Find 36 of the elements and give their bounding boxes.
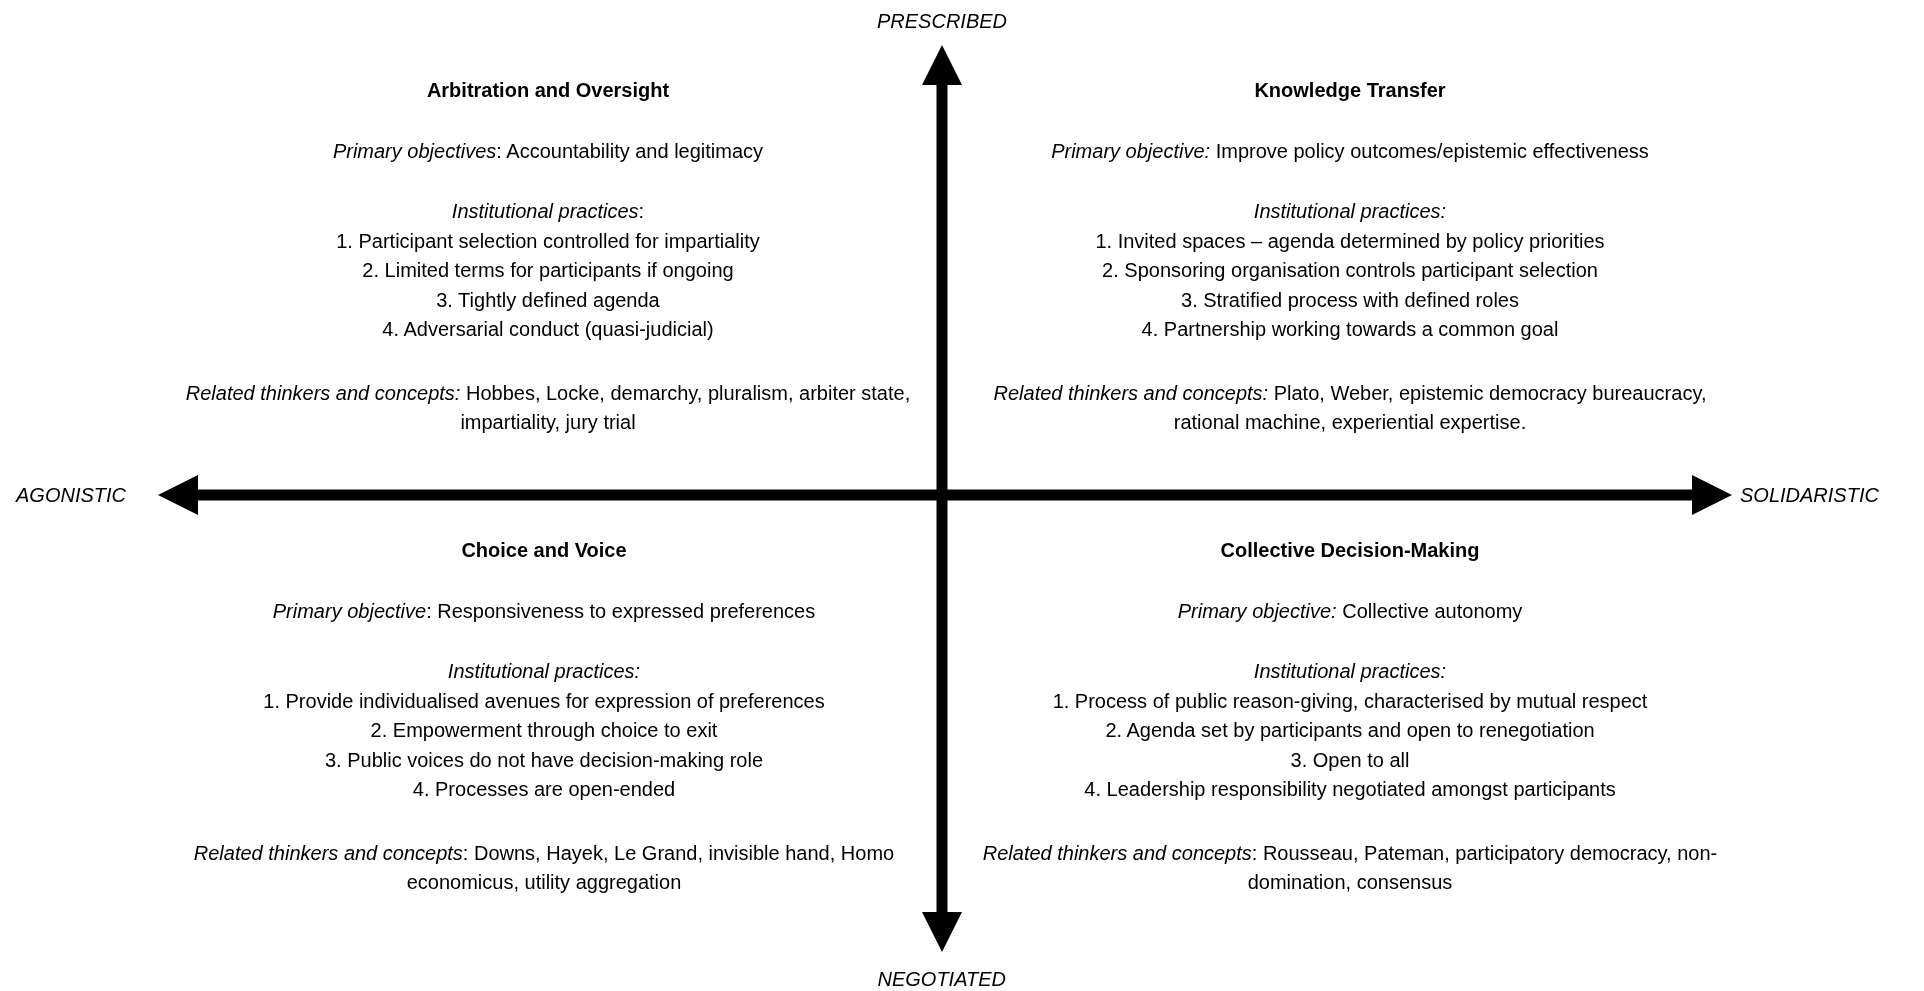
practices-heading: Institutional practices: <box>1253 659 1447 684</box>
quadrant-heading: Collective Decision-Making <box>1220 538 1480 563</box>
practices-heading: Institutional practices: <box>1253 199 1447 224</box>
practice-item: 1. Invited spaces – agenda determined by policy priorities <box>1095 228 1605 254</box>
quadrant-heading: Choice and Voice <box>461 538 627 563</box>
related-concepts-text: Related thinkers and concepts: Rousseau, Pateman, participatory democracy, non-domination, consensus <box>981 840 1719 895</box>
practices-heading: Institutional practices: <box>451 199 645 224</box>
practice-item: 2. Agenda set by participants and open to renegotiation <box>1105 718 1595 743</box>
practice-item: 3. Public voices do not have decision-making role <box>325 747 763 773</box>
practice-item: 1. Provide individualised avenues for expression of preferences <box>263 688 825 714</box>
practice-item: 4. Processes are open-ended <box>412 777 676 802</box>
axis-label: AGONISTIC <box>16 483 126 507</box>
practice-item: 4. Leadership responsibility negotiated amongst participants <box>1084 777 1616 802</box>
practice-item: 4. Adversarial conduct (quasi-judicial) <box>382 317 714 342</box>
objective-text: Primary objective: Collective autonomy <box>1177 598 1523 624</box>
related-concepts-text: Related thinkers and concepts: Downs, Hayek, Le Grand, invisible hand, Homo economicus, utility aggregation <box>192 840 896 895</box>
practice-item: 1. Participant selection controlled for impartiality <box>336 228 760 254</box>
practice-item: 4. Partnership working towards a common goal <box>1141 317 1559 342</box>
objective-text: Primary objective: Improve policy outcomes/epistemic effectiveness <box>1051 138 1649 164</box>
practice-item: 2. Limited terms for participants if ongoing <box>362 258 734 283</box>
quadrant-heading: Knowledge Transfer <box>1254 78 1446 103</box>
axis-label: SOLIDARISTIC <box>1740 483 1879 507</box>
practices-heading: Institutional practices: <box>447 659 641 684</box>
practice-item: 3. Tightly defined agenda <box>436 287 660 313</box>
practice-item: 3. Open to all <box>1290 747 1410 773</box>
practice-item: 2. Sponsoring organisation controls participant selection <box>1102 258 1598 283</box>
objective-text: Primary objective: Responsiveness to expressed preferences <box>272 598 816 624</box>
practice-item: 3. Stratified process with defined roles <box>1181 287 1519 313</box>
axis-label: PRESCRIBED <box>877 9 1008 33</box>
related-concepts-text: Related thinkers and concepts: Hobbes, Locke, demarchy, pluralism, arbiter state, impartiality, jury trial <box>184 380 912 435</box>
axis-label: NEGOTIATED <box>877 967 1007 991</box>
related-concepts-text: Related thinkers and concepts: Plato, Weber, epistemic democracy bureaucracy, rational machine, experiential expertise. <box>992 380 1708 435</box>
objective-text: Primary objectives: Accountability and legitimacy <box>332 138 764 164</box>
practice-item: 1. Process of public reason-giving, characterised by mutual respect <box>1052 688 1648 714</box>
practice-item: 2. Empowerment through choice to exit <box>370 718 718 743</box>
quadrant-heading: Arbitration and Oversight <box>426 78 670 103</box>
